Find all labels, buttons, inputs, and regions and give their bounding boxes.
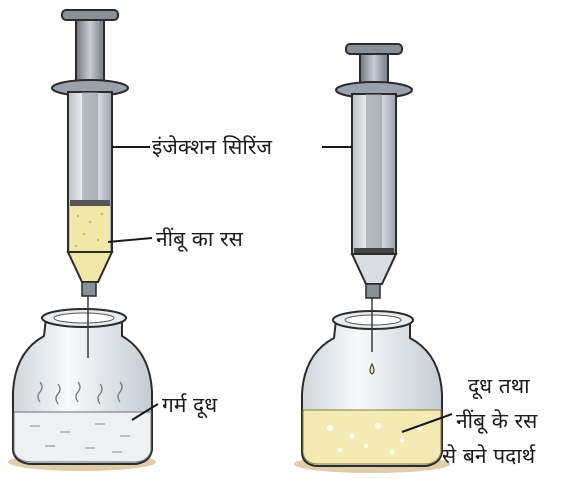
mixture-liquid [303, 410, 441, 464]
syringe-left [52, 10, 128, 296]
jar-warm-milk [13, 309, 152, 464]
label-mixture-line3: से बने पदार्थ [442, 446, 535, 467]
right-setup [294, 44, 450, 473]
label-mixture-line1: दूध तथा [468, 376, 530, 397]
label-mixture-line2: नींबू के रस [456, 411, 537, 432]
label-warm-milk: गर्म दूध [162, 395, 217, 416]
label-lemon-juice: नींबू का रस [156, 229, 243, 250]
label-injection-syringe: इंजेक्शन सिरिंज [152, 137, 272, 158]
syringe-right [336, 44, 412, 298]
leader-lemon-juice [108, 238, 152, 242]
warm-milk-liquid [14, 412, 151, 462]
